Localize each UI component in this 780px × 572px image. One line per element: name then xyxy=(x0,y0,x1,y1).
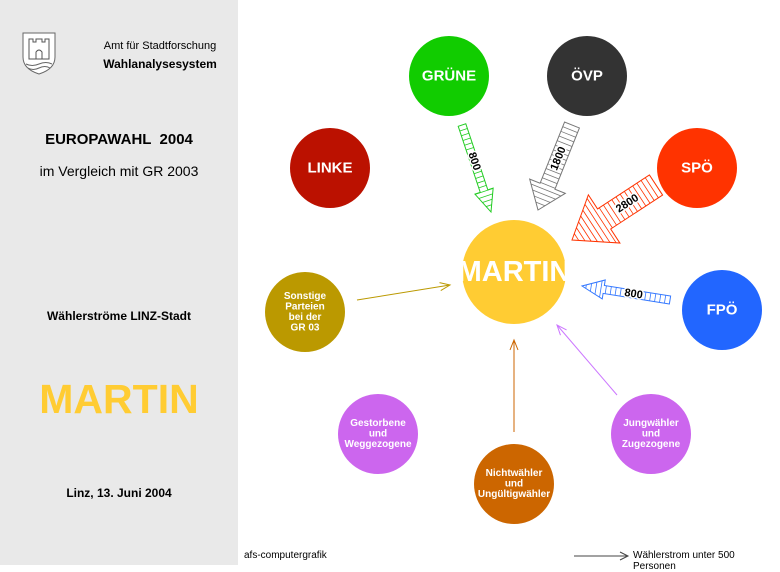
flow-value-label: 800 xyxy=(466,151,483,172)
svg-text:ÖVP: ÖVP xyxy=(571,68,603,85)
flow-arrow-oevp: 1800 xyxy=(528,121,581,211)
party-node-gruene: GRÜNE xyxy=(409,36,489,116)
svg-text:MARTIN: MARTIN xyxy=(458,256,571,288)
party-node-linke: LINKE xyxy=(290,128,370,208)
credit-text: afs-computergrafik xyxy=(244,550,327,561)
coat-of-arms-logo xyxy=(22,32,56,75)
sidebar: Amt für Stadtforschung Wahlanalysesystem… xyxy=(0,0,238,565)
org-name: Amt für Stadtforschung xyxy=(103,40,217,52)
flow-arrow-fpoe: 800 xyxy=(580,279,672,305)
center-node-martin: MARTIN xyxy=(458,220,571,324)
svg-text:SPÖ: SPÖ xyxy=(681,160,713,177)
svg-text:LINKE: LINKE xyxy=(308,160,353,177)
svg-text:FPÖ: FPÖ xyxy=(707,302,738,319)
flow-value-label: 800 xyxy=(624,287,644,302)
svg-text:GRÜNE: GRÜNE xyxy=(422,68,476,85)
election-title: EUROPAWAHL 2004 xyxy=(45,131,193,148)
legend-arrow-icon xyxy=(574,551,630,561)
legend-text: Wählerstrom unter 500 Personen xyxy=(633,550,735,572)
party-node-spoe: SPÖ xyxy=(657,128,737,208)
flow-arrow-jungwaehler xyxy=(556,323,618,396)
flows-subtitle: Wählerströme LINZ-Stadt xyxy=(46,309,191,323)
party-node-oevp: ÖVP xyxy=(547,36,627,116)
flow-arrow-spoe: 2800 xyxy=(571,174,664,244)
flow-arrow-nichtwaehler xyxy=(509,338,519,432)
party-title: MARTIN xyxy=(39,376,199,422)
comparison-text: im Vergleich mit GR 2003 xyxy=(39,163,199,179)
system-name: Wahlanalysesystem xyxy=(103,57,217,71)
flow-arrow-gruene: 800 xyxy=(457,123,494,214)
flow-arrow-sonstige xyxy=(356,282,452,301)
party-node-fpoe: FPÖ xyxy=(682,270,762,350)
date-text: Linz, 13. Juni 2004 xyxy=(66,486,172,500)
